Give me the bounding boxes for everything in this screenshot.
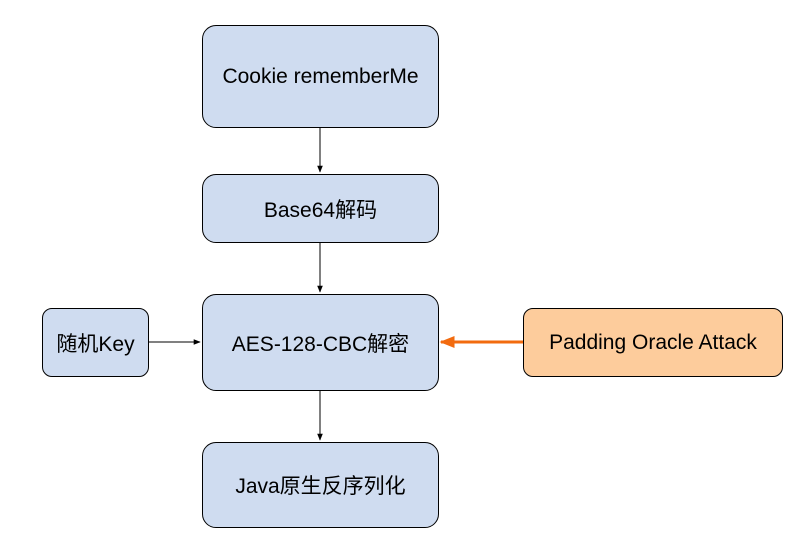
random-key-label: 随机Key — [56, 332, 135, 356]
java-deserialization-label: Java原生反序列化 — [235, 475, 406, 498]
java-deserialization-node: Java原生反序列化 — [202, 442, 439, 528]
padding-oracle-attack-label: Padding Oracle Attack — [549, 330, 757, 354]
cookie-rememberme-node: Cookie rememberMe — [202, 25, 439, 128]
base64-decode-label: Base64解码 — [263, 198, 378, 222]
aes-decrypt-label: AES-128-CBC解密 — [231, 332, 410, 356]
padding-oracle-attack-node: Padding Oracle Attack — [523, 308, 783, 377]
aes-decrypt-node: AES-128-CBC解密 — [202, 294, 439, 391]
random-key-node: 随机Key — [42, 308, 149, 377]
base64-decode-node: Base64解码 — [202, 174, 439, 243]
cookie-rememberme-label: Cookie rememberMe — [222, 64, 419, 88]
